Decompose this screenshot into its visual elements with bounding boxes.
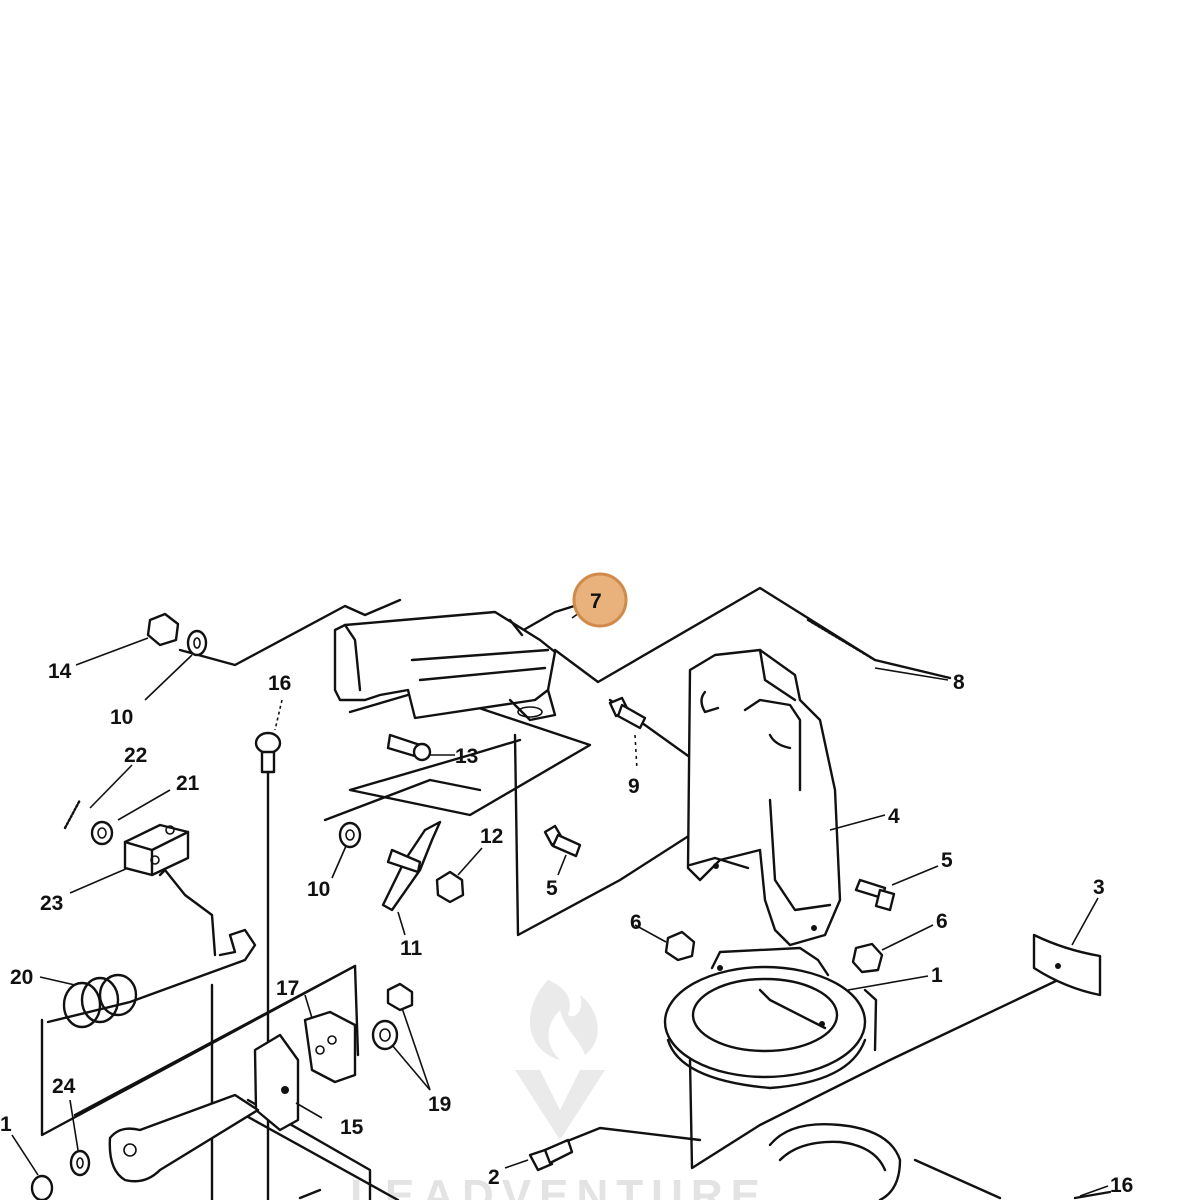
callout-8[interactable]: 8	[953, 671, 965, 694]
part-6-nut-a[interactable]	[664, 930, 696, 962]
callout-22[interactable]: 22	[124, 744, 147, 767]
part-5-bolt-a[interactable]	[543, 824, 582, 858]
callout-5b[interactable]: 5	[941, 849, 953, 872]
callout-16a[interactable]: 16	[268, 672, 291, 695]
callout-13[interactable]: 13	[455, 745, 478, 768]
callout-1b[interactable]: 1	[0, 1113, 12, 1136]
callout-6b[interactable]: 6	[936, 910, 948, 933]
part-19-nut[interactable]	[371, 982, 414, 1051]
part-15-bracket[interactable]	[108, 1033, 300, 1183]
callout-21[interactable]: 21	[176, 772, 200, 795]
callout-15[interactable]: 15	[340, 1116, 364, 1139]
leader-lines	[11, 604, 1109, 1197]
callout-2[interactable]: 2	[488, 1166, 500, 1189]
part-20-spring[interactable]	[46, 868, 257, 1029]
callout-17[interactable]: 17	[276, 977, 299, 1000]
watermark-logo	[515, 980, 605, 1140]
part-10-washer-a[interactable]	[186, 629, 208, 657]
part-6-nut-b[interactable]	[851, 942, 884, 974]
part-2-bolt[interactable]	[528, 1138, 574, 1172]
part-5-bolt-b[interactable]	[854, 878, 896, 912]
part-22-pin[interactable]	[63, 798, 82, 830]
part-12-nut[interactable]	[435, 870, 465, 904]
part-11-handle[interactable]	[381, 820, 442, 912]
callout-24[interactable]: 24	[52, 1075, 76, 1098]
part-7-bracket[interactable]	[333, 610, 557, 722]
part-3-deflector[interactable]	[1032, 933, 1102, 997]
callout-20[interactable]: 20	[10, 966, 33, 989]
callout-3[interactable]: 3	[1093, 876, 1105, 899]
callout-10b[interactable]: 10	[307, 878, 330, 901]
part-9-bolt[interactable]	[608, 696, 647, 771]
part-24-washer[interactable]	[69, 1149, 91, 1177]
callout-6a[interactable]: 6	[630, 911, 642, 934]
callout-5a[interactable]: 5	[546, 877, 558, 900]
part-1-washer-bottom[interactable]	[30, 1174, 54, 1200]
callout-11[interactable]: 11	[400, 937, 423, 960]
callout-4[interactable]: 4	[888, 805, 900, 828]
callout-14[interactable]: 14	[48, 660, 72, 683]
part-16-bolt-a[interactable]	[254, 699, 283, 774]
part-21-washer[interactable]	[90, 820, 114, 846]
frame-lines	[40, 586, 1102, 1200]
callout-19[interactable]: 19	[428, 1093, 451, 1116]
bottom-housing	[298, 1123, 1112, 1200]
callout-1[interactable]: 1	[931, 964, 943, 987]
part-1-ring[interactable]	[663, 946, 867, 1090]
callout-labels: 7 14 10 16 22 21 23 20 17 15 19 24 1 10 …	[0, 590, 1133, 1197]
part-10-washer-b[interactable]	[338, 821, 362, 849]
watermark-text: LEADVENTURE	[350, 1171, 768, 1200]
part-8-rod[interactable]	[806, 618, 877, 662]
part-14-nut[interactable]	[146, 612, 180, 647]
part-23-block[interactable]	[123, 823, 190, 877]
part-13-bolt[interactable]	[386, 733, 432, 762]
part-17-plate[interactable]	[303, 1010, 357, 1084]
callout-10a[interactable]: 10	[110, 706, 133, 729]
callout-9[interactable]: 9	[628, 775, 640, 798]
callout-12[interactable]: 12	[480, 825, 503, 848]
part-4-chute[interactable]	[686, 648, 842, 947]
callout-7[interactable]: 7	[590, 590, 602, 613]
callout-23[interactable]: 23	[40, 892, 63, 915]
callout-16b[interactable]: 16	[1110, 1174, 1133, 1197]
highlight-marker[interactable]	[572, 572, 628, 628]
